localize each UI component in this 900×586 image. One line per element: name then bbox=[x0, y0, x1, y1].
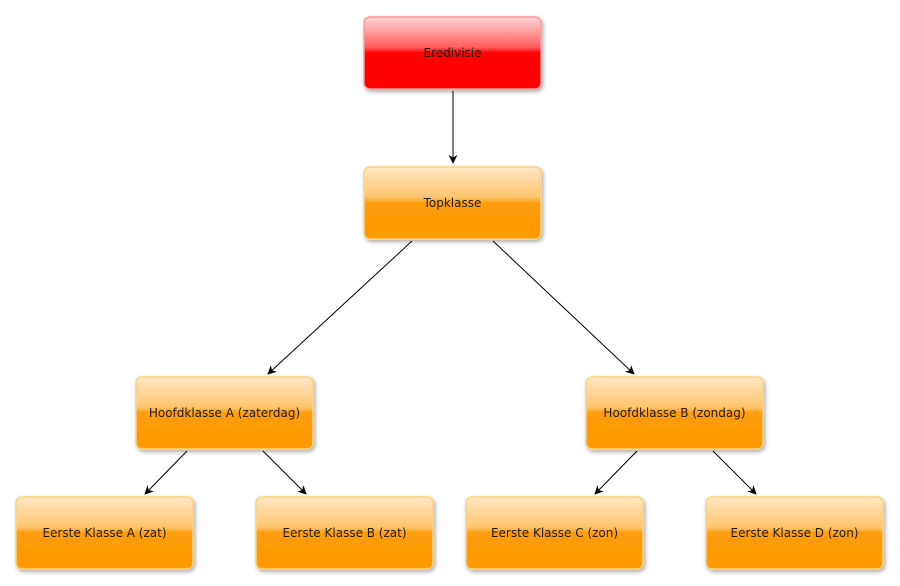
node-box bbox=[585, 376, 764, 450]
node-box bbox=[465, 496, 644, 570]
node-label: Eerste Klasse A (zat) bbox=[42, 526, 166, 540]
node-topklasse[interactable]: Topklasse bbox=[363, 166, 542, 240]
edge-topklasse-hoofdklasse-a bbox=[267, 240, 413, 375]
edge-hoofdklasse-a-eerste-a bbox=[144, 450, 188, 495]
node-label: Hoofdklasse B (zondag) bbox=[603, 406, 745, 420]
edges bbox=[144, 91, 757, 495]
node-label: Eerste Klasse C (zon) bbox=[491, 526, 618, 540]
node-label: Topklasse bbox=[423, 196, 482, 210]
node-hoofdklasse-a[interactable]: Hoofdklasse A (zaterdag) bbox=[135, 376, 314, 450]
node-box bbox=[15, 496, 194, 570]
node-eerste-klasse-b[interactable]: Eerste Klasse B (zat) bbox=[255, 496, 434, 570]
edge-hoofdklasse-b-eerste-d bbox=[712, 450, 757, 495]
node-label: Eerste Klasse D (zon) bbox=[731, 526, 859, 540]
edge-topklasse-hoofdklasse-b bbox=[492, 240, 635, 375]
node-label: Hoofdklasse A (zaterdag) bbox=[149, 406, 300, 420]
node-box bbox=[255, 496, 434, 570]
edge-hoofdklasse-a-eerste-b bbox=[262, 450, 307, 495]
node-eerste-klasse-c[interactable]: Eerste Klasse C (zon) bbox=[465, 496, 644, 570]
node-box bbox=[705, 496, 884, 570]
node-label: Eerste Klasse B (zat) bbox=[282, 526, 406, 540]
node-box bbox=[363, 166, 542, 240]
node-eredivisie[interactable]: Eredivisie bbox=[363, 16, 542, 90]
node-eerste-klasse-d[interactable]: Eerste Klasse D (zon) bbox=[705, 496, 884, 570]
node-hoofdklasse-b[interactable]: Hoofdklasse B (zondag) bbox=[585, 376, 764, 450]
node-eerste-klasse-a[interactable]: Eerste Klasse A (zat) bbox=[15, 496, 194, 570]
node-label: Eredivisie bbox=[424, 46, 482, 60]
node-box bbox=[135, 376, 314, 450]
node-box bbox=[363, 16, 542, 90]
edge-hoofdklasse-b-eerste-c bbox=[594, 450, 638, 495]
